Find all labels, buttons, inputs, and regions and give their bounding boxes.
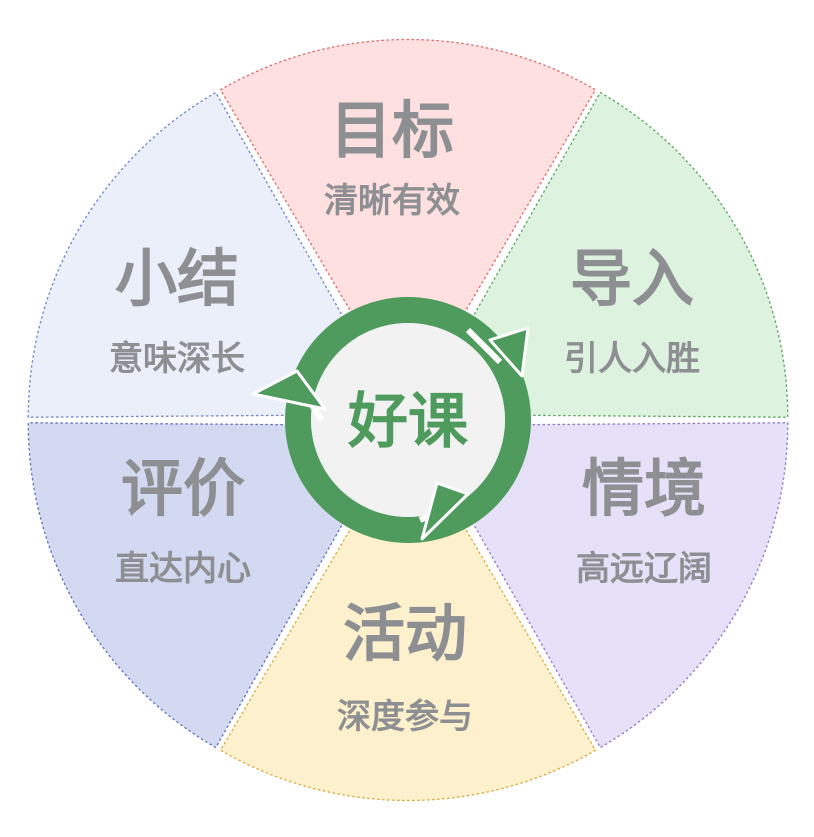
segment-title-context: 情境 — [582, 452, 706, 525]
segment-activity — [219, 429, 597, 802]
center-disc — [311, 323, 505, 517]
cycle-ring — [285, 297, 531, 543]
cycle-arrow-head-bottom — [420, 481, 470, 541]
segment-title-summary: 小结 — [115, 242, 239, 315]
segment-title-goal: 目标 — [330, 94, 454, 167]
segment-subtitle-goal: 清晰有效 — [324, 181, 460, 221]
segment-goal — [219, 38, 597, 411]
segment-context — [416, 422, 789, 749]
segment-title-activity: 活动 — [343, 597, 467, 670]
cycle-arrow-head-left — [251, 369, 327, 411]
segment-subtitle-summary: 意味深长 — [109, 339, 245, 379]
segment-subtitle-activity: 深度参与 — [337, 697, 473, 737]
ring-break-1 — [465, 327, 503, 365]
center-cycle-hub: 好课 — [251, 297, 531, 543]
segment-summary — [27, 91, 400, 418]
segment-title-lead-in: 导入 — [570, 242, 694, 315]
center-label: 好课 — [347, 387, 469, 457]
segment-evaluation — [27, 422, 400, 749]
segment-title-evaluation: 评价 — [121, 452, 245, 525]
cycle-arrow-head-right — [488, 326, 530, 378]
segment-subtitle-evaluation: 直达内心 — [115, 549, 251, 589]
segment-subtitle-lead-in: 引人入胜 — [564, 339, 700, 379]
segment-subtitle-context: 高远辽阔 — [576, 549, 712, 589]
